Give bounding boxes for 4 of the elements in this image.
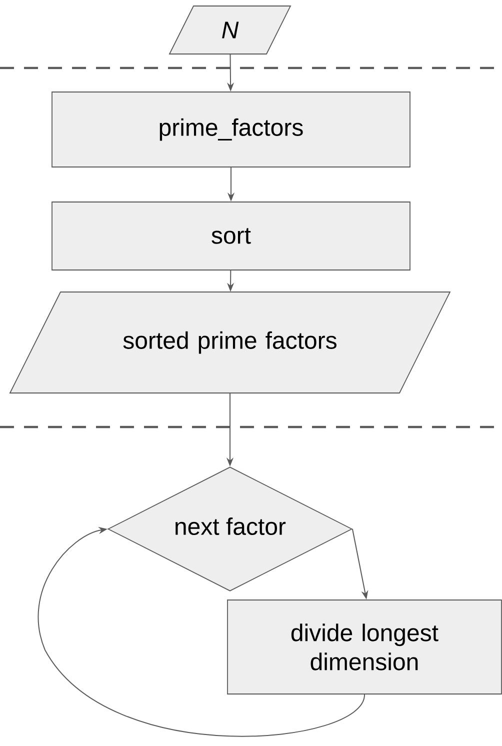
arrow xyxy=(38,526,365,737)
process-box: sort xyxy=(52,202,410,270)
process-box: prime_factors xyxy=(52,92,410,168)
process-box: divide longest dimension xyxy=(227,600,502,694)
